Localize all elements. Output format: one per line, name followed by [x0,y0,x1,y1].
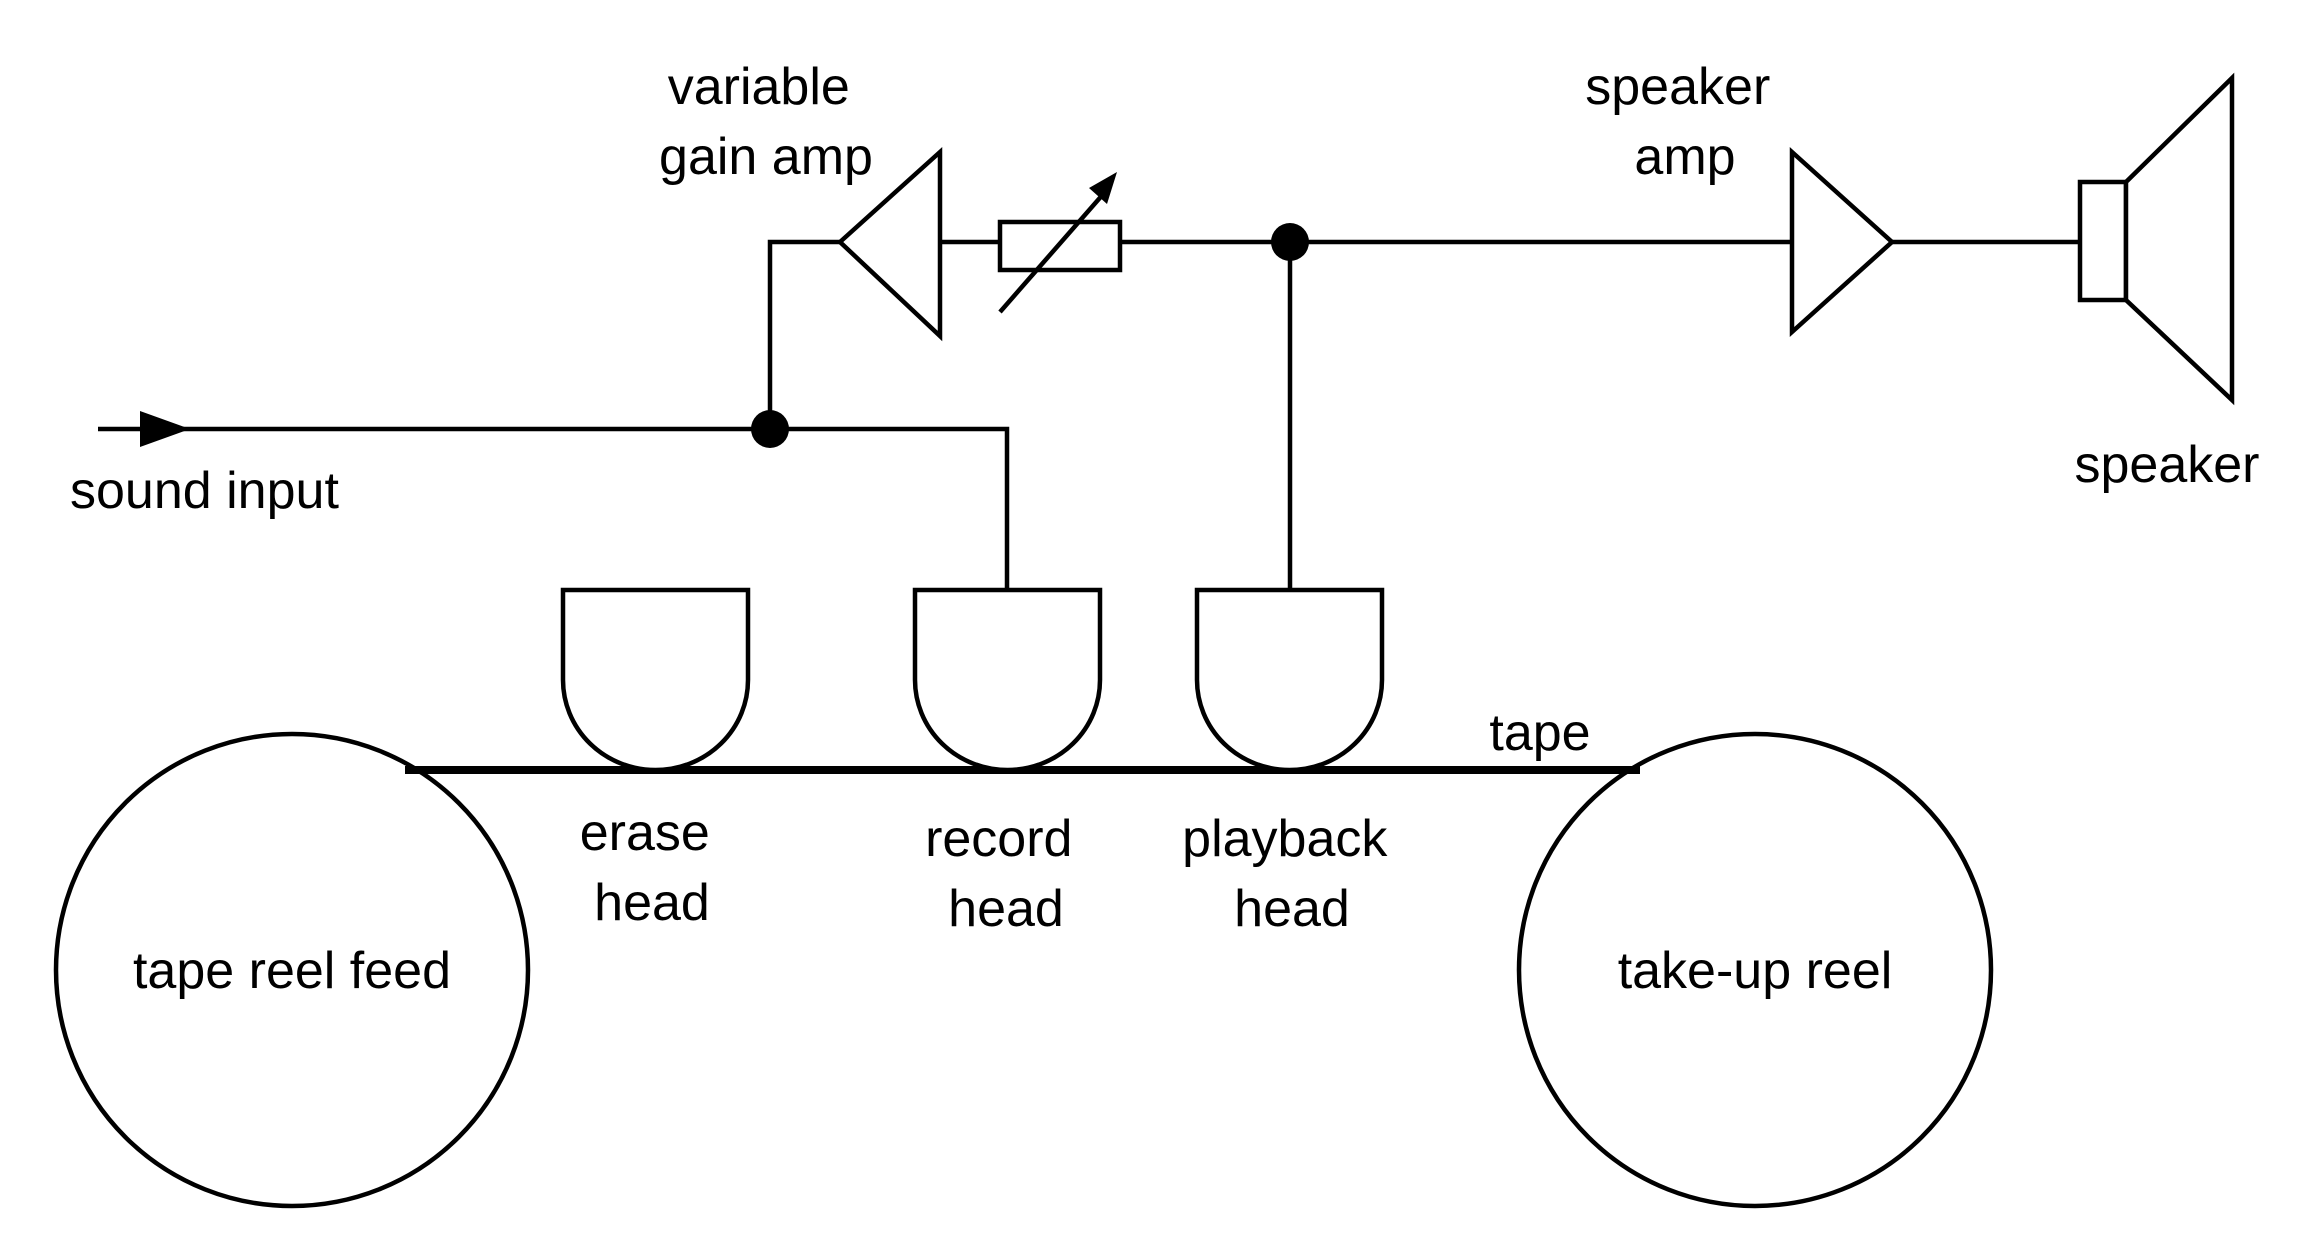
output-junction-dot [1271,223,1309,261]
speaker-amp-label: speaker amp [1585,58,1784,186]
variable-gain-amp-label: variable gain amp [659,58,873,186]
speaker-magnet-icon [2077,179,2129,303]
tape-reel-feed [53,731,531,1209]
gain-amp-input-wire [767,239,840,429]
record-head-wire [770,426,1010,590]
input-arrow-icon [140,411,190,447]
erase-head-label: erase head [580,804,725,932]
take-up-reel [1516,731,1994,1209]
erase-head [560,587,751,773]
take-up-reel-label: take-up reel [1618,942,1893,1000]
resistor-arrow-shaft [998,190,1107,314]
record-head-label: record head [925,810,1087,938]
speaker-label: speaker [2075,436,2260,494]
sound-input-label: sound input [70,462,339,520]
tape-label: tape [1489,704,1590,762]
resistor-arrow-head-icon [1089,172,1117,204]
record-head [912,587,1103,773]
playback-head [1194,587,1385,773]
speaker-cone-icon [2123,72,2235,406]
playback-head-label: playback head [1182,810,1402,938]
tape-reel-feed-label: tape reel feed [133,942,451,1000]
input-junction-dot [751,410,789,448]
speaker-amp-icon [1789,146,1896,338]
